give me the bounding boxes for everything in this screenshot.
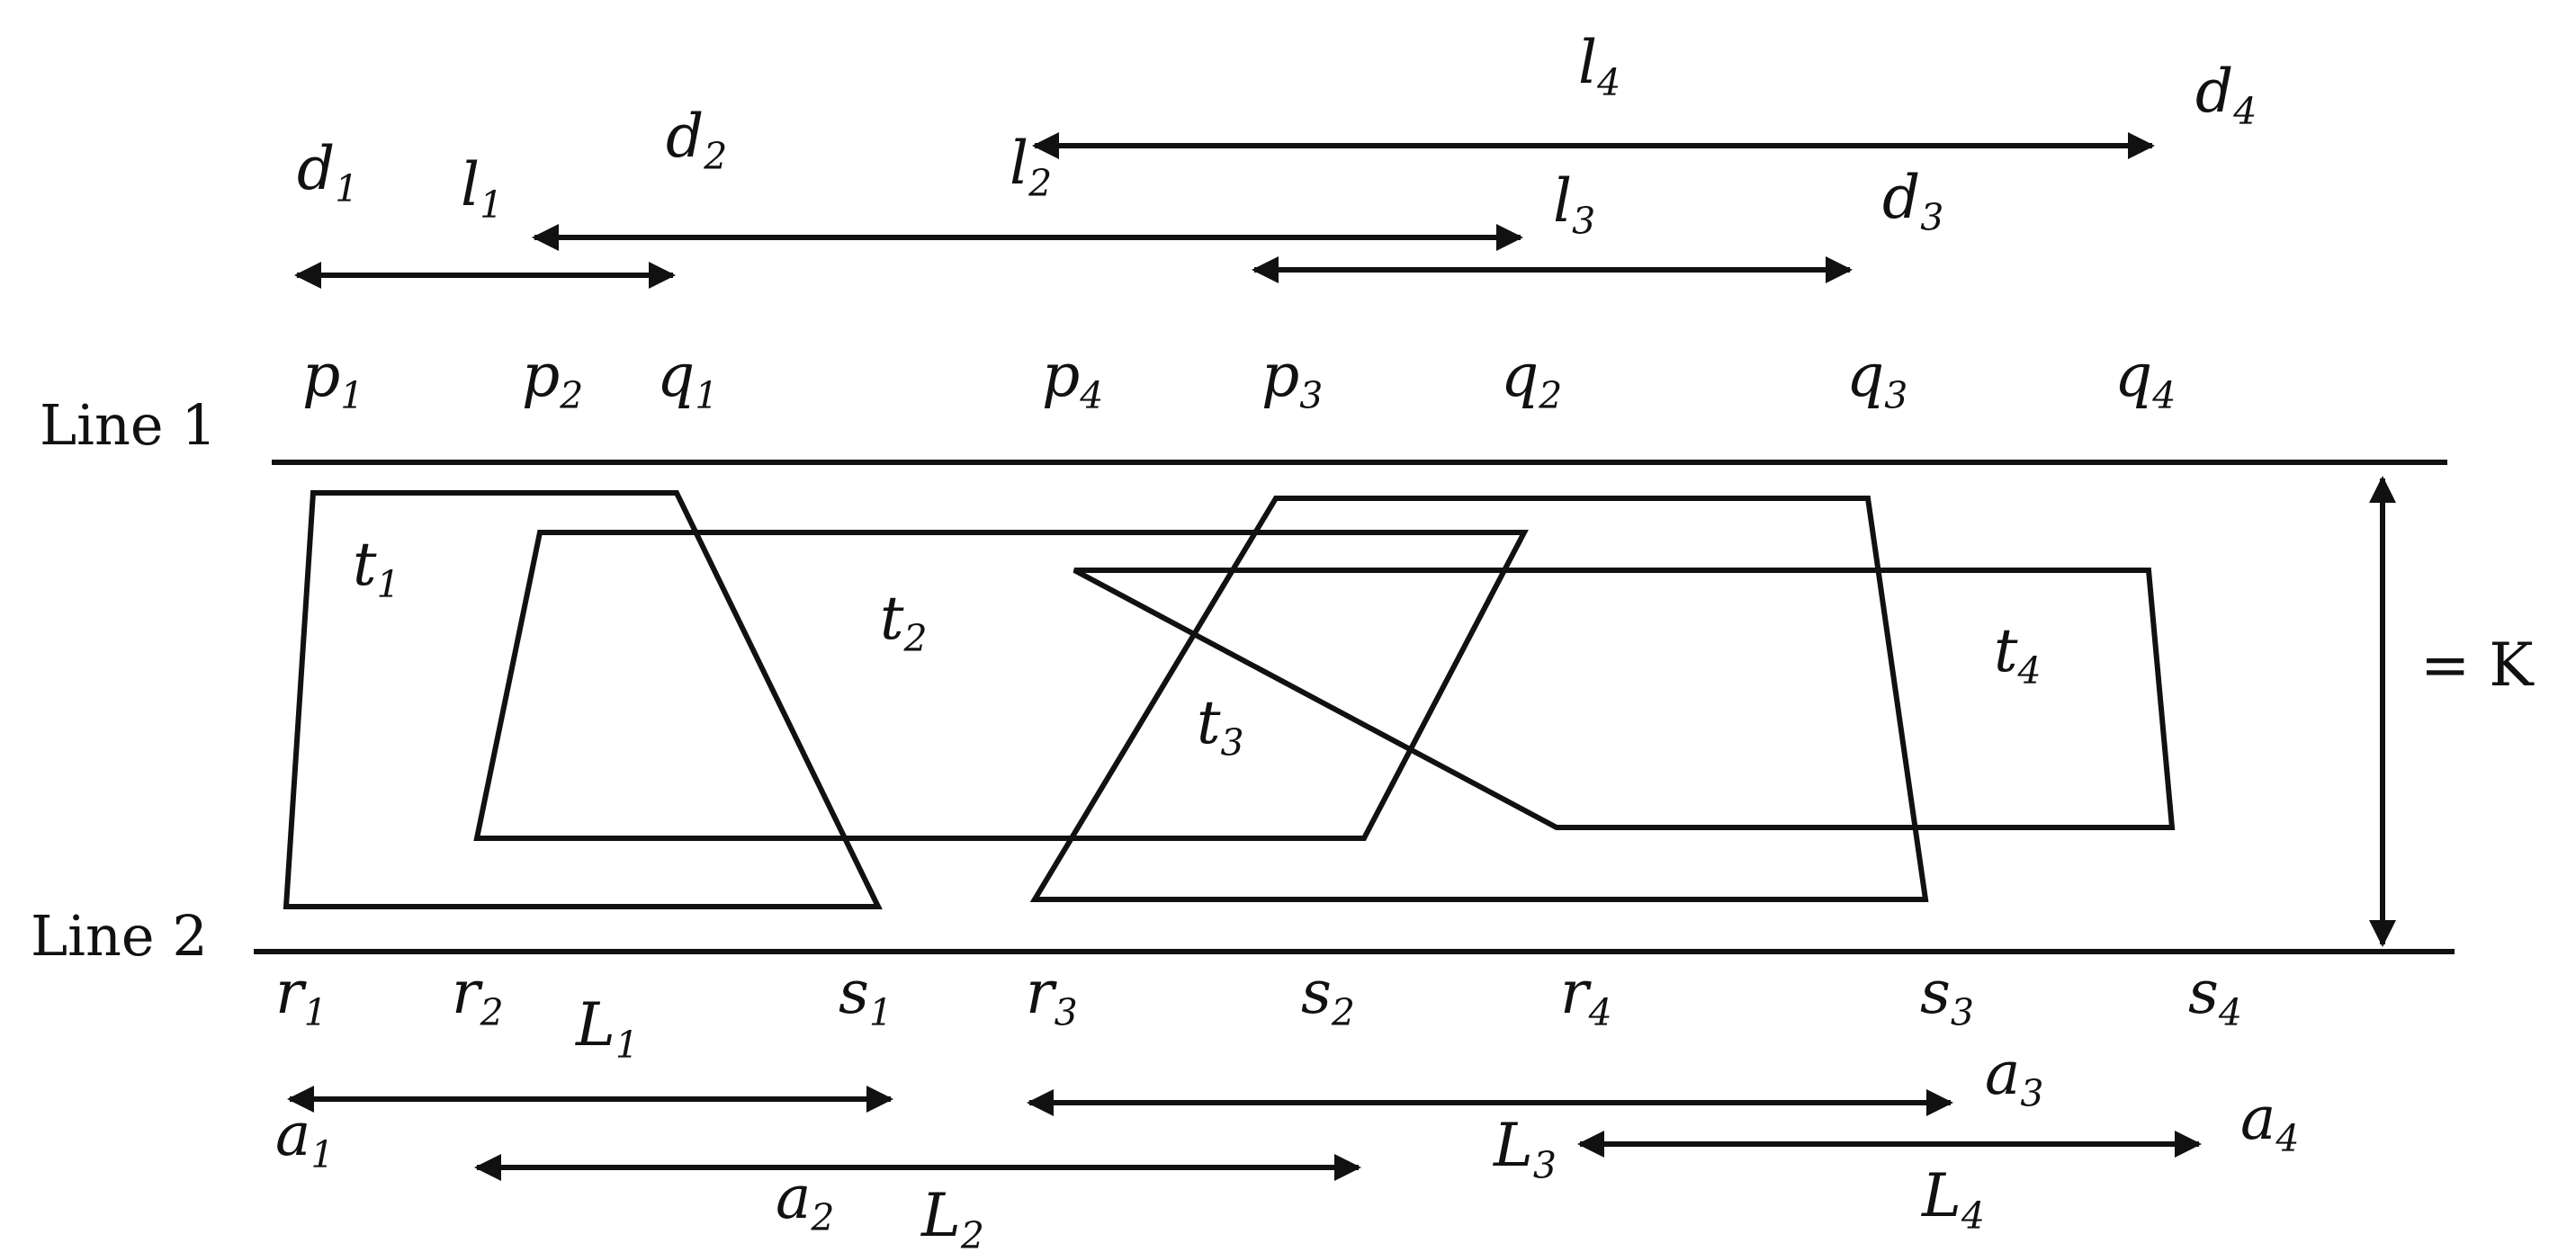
label-L2: L2: [920, 1181, 984, 1252]
label-s1: s1: [839, 958, 893, 1034]
label-d1: d1: [297, 134, 358, 210]
label-l1: l1: [461, 150, 503, 227]
label-p1: p1: [302, 341, 364, 417]
label-t4: t4: [1994, 616, 2042, 693]
label-r3: r3: [1026, 958, 1078, 1034]
label-d2: d2: [666, 102, 727, 178]
label-p3: p3: [1261, 341, 1323, 417]
shape-t3: [1029, 496, 1929, 902]
shape-t4: [1073, 568, 2176, 830]
shape-t1: [283, 490, 883, 909]
label-s4: s4: [2188, 958, 2242, 1034]
label-a1: a1: [275, 1100, 334, 1176]
label-l3: l3: [1553, 166, 1595, 243]
label-d3: d3: [1882, 163, 1943, 239]
label-q2: q2: [1501, 341, 1562, 417]
label-l4: l4: [1578, 28, 1620, 104]
label-t1: t1: [353, 530, 400, 606]
k-label: = K: [2420, 630, 2535, 700]
label-a2: a2: [776, 1163, 834, 1239]
label-p4: p4: [1042, 341, 1103, 417]
label-l2: l2: [1010, 129, 1052, 205]
label-L4: L4: [1921, 1161, 1985, 1238]
shape-t2: [473, 530, 1529, 841]
label-r1: r1: [275, 958, 328, 1034]
label-r2: r2: [452, 958, 504, 1034]
label-a3: a3: [1985, 1039, 2043, 1115]
label-a4: a4: [2240, 1084, 2299, 1160]
label-d4: d4: [2195, 57, 2257, 133]
label-s3: s3: [1920, 958, 1974, 1034]
label-r4: r4: [1560, 958, 1612, 1034]
label-t3: t3: [1197, 688, 1244, 765]
line-2-label: Line 2: [31, 903, 208, 969]
label-t2: t2: [880, 584, 928, 660]
line-1-label: Line 1: [40, 392, 217, 458]
label-L1: L1: [575, 990, 639, 1067]
label-q4: q4: [2114, 341, 2176, 417]
label-L3: L3: [1493, 1111, 1557, 1187]
label-p2: p2: [522, 341, 583, 417]
label-q3: q3: [1846, 341, 1907, 417]
label-s2: s2: [1301, 958, 1355, 1034]
label-q1: q1: [657, 341, 718, 417]
